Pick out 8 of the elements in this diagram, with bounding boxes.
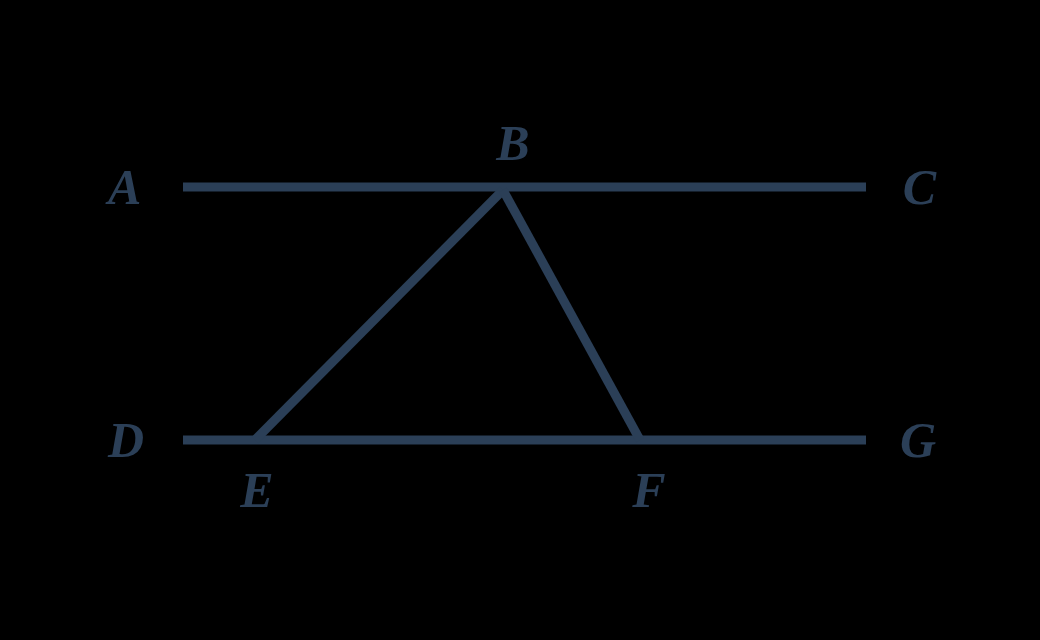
point-label: B <box>496 118 530 168</box>
point-label: G <box>899 415 936 465</box>
line-segment <box>183 182 866 192</box>
point-label: C <box>902 162 936 212</box>
point-label: F <box>632 465 666 515</box>
line-segment <box>183 435 866 445</box>
point-label: E <box>240 465 274 515</box>
point-label: D <box>108 415 145 465</box>
